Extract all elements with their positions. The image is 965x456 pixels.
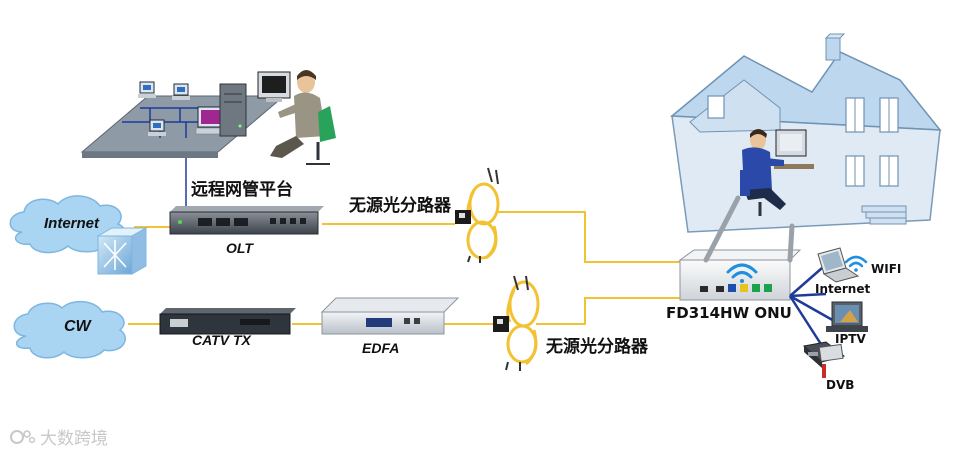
- cw-cloud-icon: [13, 300, 126, 359]
- fiber-splitter-top-onu: [498, 211, 680, 263]
- service-links: [788, 267, 837, 353]
- dvb-settop-box-icon: [802, 341, 846, 378]
- management-lan-icon: [80, 81, 286, 158]
- watermark-logo-icon: [10, 429, 36, 444]
- lan-pc-3-icon: [148, 119, 166, 136]
- dvb-label: DVB: [826, 378, 855, 392]
- internet-service-label: Internet: [815, 282, 871, 296]
- cw-cloud-label: CW: [64, 318, 91, 335]
- lan-pc-2-icon: [172, 83, 190, 100]
- catv-tx-label: CATV TX: [192, 332, 251, 348]
- fiber-links: [128, 211, 680, 325]
- iptv-tv-icon: [826, 301, 868, 332]
- splitter-bottom-icon: [493, 275, 540, 371]
- olt-label: OLT: [226, 240, 253, 256]
- wifi-label: WIFI: [871, 262, 902, 276]
- wifi-signal-icon: [726, 263, 758, 283]
- watermark-text: 大数跨境: [40, 429, 108, 449]
- lan-server-icon: [219, 83, 247, 137]
- wifi-service-icon: [844, 255, 868, 272]
- iptv-label: IPTV: [835, 332, 866, 346]
- olt-device-icon: [169, 206, 324, 235]
- remote-management-label: 远程网管平台: [191, 180, 293, 200]
- lan-pc-1-icon: [138, 81, 156, 98]
- fiber-splitter-bottom-onu: [536, 297, 680, 325]
- home-user-person-icon: [740, 129, 814, 216]
- internet-cloud-icon: [9, 195, 126, 254]
- splitter-top-icon: [455, 167, 500, 263]
- operator-person-icon: [257, 70, 336, 165]
- house-icon: [670, 33, 942, 233]
- onu-device-icon: [678, 195, 802, 301]
- edfa-label: EDFA: [362, 340, 400, 356]
- internet-cloud-label: Internet: [44, 215, 100, 232]
- onu-label: FD314HW ONU: [666, 304, 792, 322]
- edfa-device-icon: [320, 297, 460, 335]
- splitter-bottom-label: 无源光分路器: [546, 337, 648, 357]
- laptop-icon: [817, 247, 860, 283]
- catv-tx-device-icon: [159, 308, 296, 335]
- core-switch-icon: [96, 227, 148, 275]
- splitter-top-label: 无源光分路器: [349, 196, 451, 216]
- watermark: 大数跨境: [10, 424, 108, 449]
